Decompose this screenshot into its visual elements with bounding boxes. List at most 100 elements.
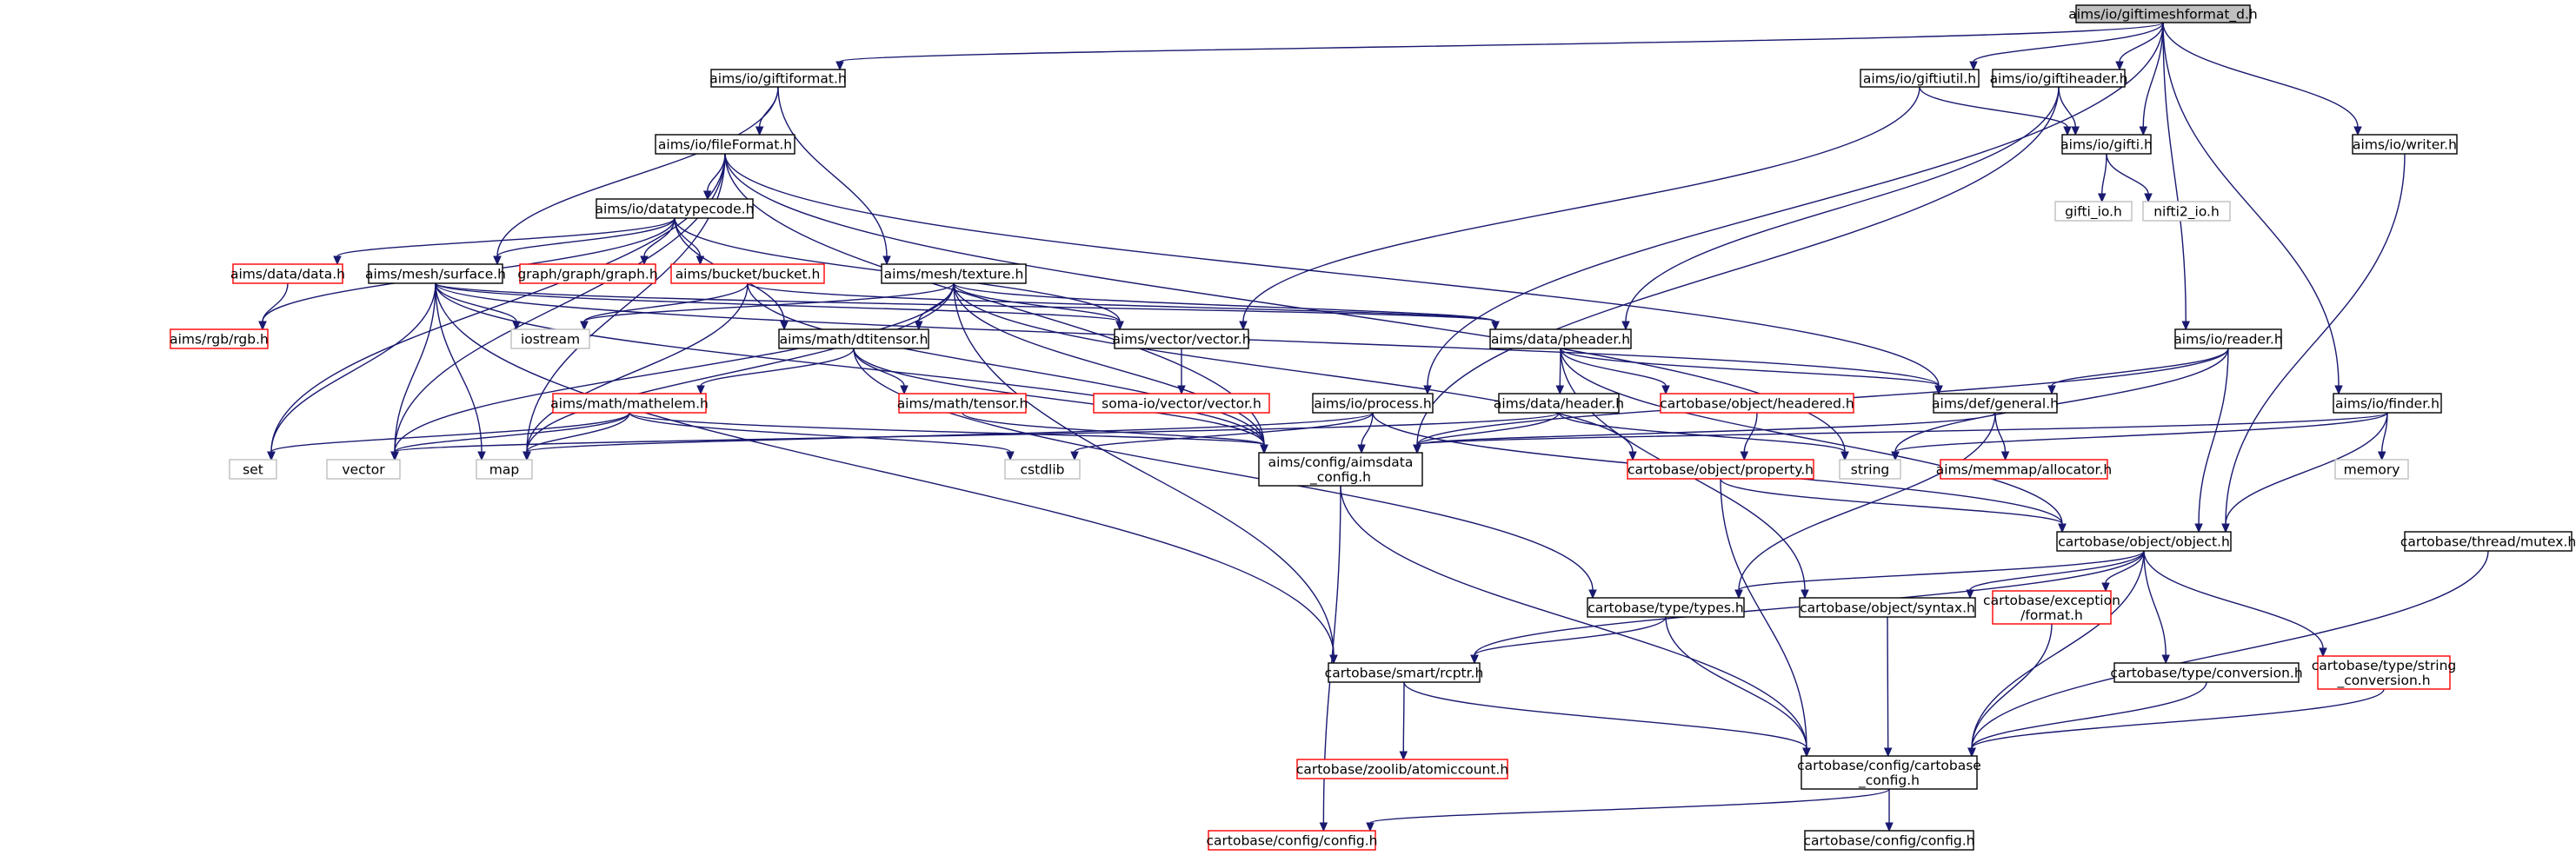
- edge-dtitensor-to-mathelem: [696, 348, 855, 395]
- node-fileformat[interactable]: aims/io/fileFormat.h: [655, 134, 795, 155]
- node-strconv[interactable]: cartobase/type/string_conversion.h: [2312, 655, 2456, 690]
- node-label: aims/data/header.h: [1494, 396, 1624, 412]
- node-cartobaseconfig[interactable]: cartobase/config/cartobase_config.h: [1797, 755, 1981, 790]
- node-label: soma-io/vector/vector.h: [1102, 396, 1261, 412]
- edge-texture-to-property: [953, 282, 1637, 461]
- node-somavector[interactable]: soma-io/vector/vector.h: [1093, 393, 1270, 414]
- node-giftiutil[interactable]: aims/io/giftiutil.h: [1860, 69, 1980, 88]
- node-surface[interactable]: aims/mesh/surface.h: [365, 263, 506, 284]
- node-allocator[interactable]: aims/memmap/allocator.h: [1936, 459, 2112, 480]
- node-vector[interactable]: vector: [326, 459, 401, 480]
- node-graphh[interactable]: graph/graph/graph.h: [517, 263, 658, 284]
- edge-pheader-to-general: [1560, 348, 1943, 395]
- node-process[interactable]: aims/io/process.h: [1312, 393, 1434, 414]
- node-reader[interactable]: aims/io/reader.h: [2173, 328, 2283, 349]
- node-label: aims/io/writer.h: [2353, 137, 2457, 153]
- edge-cartobaseconfig-to-configred: [1366, 788, 1890, 832]
- edge-surface-to-pheader: [435, 282, 1500, 331]
- node-label: cstdlib: [1021, 462, 1065, 478]
- node-aimsdataconfig[interactable]: aims/config/aimsdata_config.h: [1258, 452, 1423, 487]
- node-dtitensor[interactable]: aims/math/dtitensor.h: [778, 328, 929, 349]
- edge-dataheader-to-vector: [390, 412, 1560, 461]
- node-giftiformat[interactable]: aims/io/giftiformat.h: [709, 69, 847, 88]
- edge-types-to-cartobaseconfig: [1665, 616, 1811, 758]
- node-cstdlib[interactable]: cstdlib: [1004, 459, 1081, 480]
- node-gifti[interactable]: aims/io/gifti.h: [2060, 134, 2153, 155]
- node-label: aims/data/data.h: [230, 267, 345, 282]
- edge-object-to-syntax: [1966, 550, 2145, 600]
- edge-tensor-to-aimsdataconfig: [962, 412, 1268, 454]
- node-writer[interactable]: aims/io/writer.h: [2352, 134, 2458, 155]
- edge-pheader-to-headered: [1560, 348, 1670, 395]
- node-exception[interactable]: cartobase/exception/format.h: [1983, 590, 2120, 625]
- node-label: aims/mesh/texture.h: [884, 267, 1024, 282]
- edge-pheader-to-object: [1560, 348, 2067, 534]
- node-configred[interactable]: cartobase/config/config.h: [1207, 830, 1378, 851]
- node-label: _config.h: [1309, 469, 1371, 486]
- edge-giftiutil-to-gifti: [1919, 86, 2072, 136]
- node-texture[interactable]: aims/mesh/texture.h: [881, 263, 1027, 284]
- edge-types-to-rcptr: [1470, 616, 1667, 665]
- node-syntax[interactable]: cartobase/object/syntax.h: [1799, 597, 1976, 618]
- edge-giftiheader-to-gifti: [2058, 86, 2080, 136]
- node-giftiheader[interactable]: aims/io/giftiheader.h: [1990, 69, 2128, 88]
- node-map[interactable]: map: [476, 459, 533, 480]
- node-dataheader[interactable]: aims/data/header.h: [1494, 393, 1624, 414]
- node-headered[interactable]: cartobase/object/headered.h: [1660, 393, 1854, 414]
- node-nifti2_io[interactable]: nifti2_io.h: [2142, 201, 2231, 222]
- node-vectorh[interactable]: aims/vector/vector.h: [1112, 328, 1251, 349]
- node-label: cartobase/thread/mutex.h: [2400, 534, 2576, 550]
- node-finder[interactable]: aims/io/finder.h: [2333, 393, 2442, 414]
- node-label: aims/bucket/bucket.h: [676, 267, 821, 282]
- edge-object-to-types: [1734, 550, 2145, 600]
- node-mutex[interactable]: cartobase/thread/mutex.h: [2400, 531, 2576, 552]
- node-general[interactable]: aims/def/general.h: [1932, 393, 2059, 414]
- node-types[interactable]: cartobase/type/types.h: [1587, 597, 1745, 618]
- node-label: cartobase/object/syntax.h: [1800, 600, 1975, 616]
- node-property[interactable]: cartobase/object/property.h: [1627, 459, 1814, 480]
- edge-conversion-to-cartobaseconfig: [1967, 681, 2207, 758]
- node-aimsdata[interactable]: aims/data/data.h: [230, 263, 345, 284]
- node-label: aims/vector/vector.h: [1112, 332, 1250, 348]
- edge-texture-to-vectorh: [953, 282, 1124, 331]
- node-configblack[interactable]: cartobase/config/config.h: [1804, 830, 1975, 851]
- edge-giftiheader-to-pheader: [1621, 86, 2060, 331]
- node-label: _conversion.h: [2336, 673, 2430, 689]
- node-label: cartobase/config/cartobase: [1797, 758, 1981, 773]
- node-rgb[interactable]: aims/rgb/rgb.h: [170, 328, 269, 349]
- node-memory[interactable]: memory: [2334, 459, 2409, 480]
- dependency-edges: [258, 22, 2489, 832]
- edge-rcptr-to-atomiccount: [1399, 681, 1408, 761]
- node-datatypecode[interactable]: aims/io/datatypecode.h: [596, 198, 755, 219]
- node-pheader[interactable]: aims/data/pheader.h: [1489, 328, 1632, 349]
- edge-exception-to-cartobaseconfig: [1967, 623, 2053, 758]
- node-label: aims/math/dtitensor.h: [780, 332, 929, 348]
- node-bucket[interactable]: aims/bucket/bucket.h: [670, 263, 825, 284]
- node-conversion[interactable]: cartobase/type/conversion.h: [2110, 662, 2303, 683]
- node-tensor[interactable]: aims/math/tensor.h: [897, 393, 1028, 414]
- node-label: cartobase/object/property.h: [1627, 462, 1814, 478]
- node-mathelem[interactable]: aims/math/mathelem.h: [550, 393, 709, 414]
- node-label: aims/math/mathelem.h: [550, 396, 709, 412]
- node-label: aims/math/tensor.h: [897, 396, 1028, 412]
- edge-root-to-reader: [2162, 22, 2191, 331]
- edge-texture-to-iostream: [580, 282, 955, 331]
- node-atomiccount[interactable]: cartobase/zoolib/atomiccount.h: [1296, 759, 1508, 779]
- node-gifti_io[interactable]: gifti_io.h: [2054, 201, 2133, 222]
- node-set[interactable]: set: [229, 459, 277, 480]
- edge-root-to-giftiutil: [1969, 22, 2164, 71]
- node-rcptr[interactable]: cartobase/smart/rcptr.h: [1325, 662, 1484, 683]
- node-root[interactable]: aims/io/giftimeshformat_d.h: [2068, 4, 2258, 23]
- edge-object-to-exception: [2101, 550, 2145, 593]
- node-label: aims/io/giftiformat.h: [709, 71, 846, 87]
- node-label: cartobase/object/object.h: [2058, 534, 2230, 550]
- edge-finder-to-aimsdataconfig: [1413, 412, 2388, 454]
- edge-object-to-conversion: [2143, 550, 2170, 665]
- node-string[interactable]: string: [1839, 459, 1901, 480]
- node-label: nifti2_io.h: [2153, 204, 2220, 221]
- node-label: aims/data/pheader.h: [1491, 332, 1630, 348]
- node-iostream[interactable]: iostream: [510, 328, 590, 349]
- edge-general-to-allocator: [1994, 412, 2010, 461]
- node-object[interactable]: cartobase/object/object.h: [2056, 531, 2232, 552]
